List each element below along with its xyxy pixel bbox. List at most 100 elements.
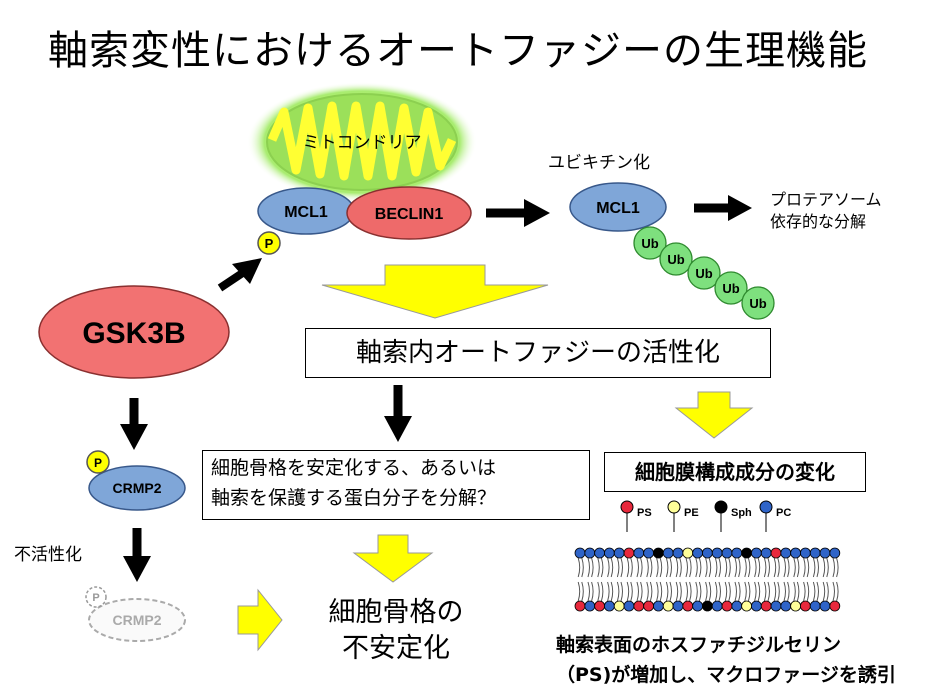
yellow-arrow-autophagy <box>321 264 549 319</box>
lipid-tail <box>679 557 682 578</box>
lipid-tail <box>724 581 728 602</box>
lipid-tail <box>689 581 692 602</box>
lipid-tail <box>796 581 800 602</box>
lipid-head-pc <box>594 547 605 559</box>
lipid-tail <box>649 581 653 602</box>
lipid-head-pc <box>790 547 801 559</box>
lipid-head-pc <box>819 600 831 612</box>
ubiquitination-label: ユビキチン化 <box>548 153 650 173</box>
lipid-tail <box>646 581 649 602</box>
crmp2-inactive-label: CRMP2 <box>112 612 161 628</box>
yellow-arrow-destabilization <box>352 534 434 583</box>
lipid-tail <box>620 581 623 602</box>
lipid-tail <box>587 581 590 602</box>
lipid-head-pc <box>613 547 625 559</box>
page-title: 軸索変性におけるオートファジーの生理機能 <box>48 28 868 74</box>
arrow-gsk3b-to-crmp2 <box>120 398 148 450</box>
lipid-tail <box>665 557 669 578</box>
lipid-head-pc <box>760 547 772 559</box>
lipid-tail <box>767 557 770 578</box>
lipid-head-ps <box>682 600 694 612</box>
arrow-to-proteasome <box>694 195 752 221</box>
lipid-tail <box>675 581 679 602</box>
mcl1-ub-ellipse <box>569 182 667 232</box>
cytoskeleton-line2: 軸索を保護する蛋白分子を分解？ <box>211 487 497 509</box>
lipid-tail <box>773 557 777 578</box>
lipid-tail <box>679 581 682 602</box>
lipid-tail <box>787 581 790 602</box>
lipid-head-pc <box>702 547 713 559</box>
lipid-tail <box>806 557 810 578</box>
gsk3b-label: GSK3B <box>82 317 185 350</box>
lipid-head-pe <box>790 600 801 612</box>
ps-description-line2: （PS)が増加し、マクロファージを誘引 <box>556 664 896 686</box>
lipid-tail <box>646 557 649 578</box>
beclin1-ellipse <box>346 186 472 240</box>
crmp2-inactive-phospho <box>85 586 107 608</box>
lipid-head-pc <box>721 547 733 559</box>
lipid-tail <box>669 557 672 578</box>
ps-description: 軸索表面のホスファチジルセリン （PS)が増加し、マクロファージを誘引 <box>556 630 896 690</box>
membrane-change-box: 細胞膜構成成分の変化 <box>604 452 866 492</box>
lipid-tail <box>836 581 839 602</box>
lipid-tail <box>806 581 810 602</box>
gsk3b-ellipse <box>38 285 230 379</box>
cytoskeleton-box: 細胞骨格を安定化する、あるいは 軸索を保護する蛋白分子を分解？ <box>202 450 590 520</box>
cytoskeleton-line1: 細胞骨格を安定化する、あるいは <box>211 457 497 479</box>
lipid-head-pe <box>613 600 625 612</box>
proteasome-label-line1: プロテアソーム <box>770 190 882 209</box>
lipid-legend <box>620 500 773 532</box>
lipid-tail <box>659 557 663 578</box>
lipid-tail <box>616 557 620 578</box>
lipid-head-ps <box>760 600 772 612</box>
lipid-tail <box>724 557 728 578</box>
lipid-tail <box>626 581 630 602</box>
mitochondria-icon <box>247 82 477 202</box>
lipid-tail <box>718 581 721 602</box>
lipid-tail <box>832 557 835 578</box>
inactivation-label: 不活性化 <box>14 545 82 565</box>
lipid-head-pc <box>692 600 703 612</box>
lipid-tail <box>822 557 826 578</box>
lipid-tail <box>783 581 786 602</box>
lipid-tail <box>689 557 692 578</box>
membrane-bilayer <box>574 547 841 612</box>
lipid-tail <box>581 581 584 602</box>
lipid-tail <box>656 557 659 578</box>
ub-label: Ub <box>667 252 684 267</box>
lipid-tail <box>577 581 581 602</box>
lipid-ps-icon <box>620 500 634 514</box>
lipid-head-ps <box>623 547 635 559</box>
lipid-head-ps <box>829 600 841 612</box>
lipid-tail <box>757 557 761 578</box>
lipid-head-pc <box>711 600 723 612</box>
lipid-tail <box>787 557 790 578</box>
lipid-tail <box>836 557 839 578</box>
lipid-tail <box>757 581 761 602</box>
ub-label: Ub <box>641 236 658 251</box>
lipid-tail <box>796 557 800 578</box>
ps-description-line1: 軸索表面のホスファチジルセリン <box>556 634 842 656</box>
lipid-head-pc <box>672 547 684 559</box>
axonal-autophagy-box: 軸索内オートファジーの活性化 <box>305 328 771 378</box>
lipid-tail <box>685 581 688 602</box>
lipid-tail <box>620 557 623 578</box>
crmp2-phospho-marker <box>86 450 110 474</box>
lipid-tail <box>636 581 639 602</box>
phospho-label: P <box>265 236 274 251</box>
lipid-head-sph <box>741 547 752 559</box>
phospho-marker <box>257 231 281 255</box>
lipid-tail <box>630 557 633 578</box>
lipid-tail <box>803 557 806 578</box>
lipid-tail <box>610 557 614 578</box>
lipid-tail <box>630 581 633 602</box>
lipid-head-pc <box>574 547 586 559</box>
crmp2-phospho-label: P <box>94 456 102 470</box>
crmp2-inactive-ellipse <box>88 598 186 642</box>
lipid-tail <box>832 581 835 602</box>
lipid-tail <box>610 581 614 602</box>
lipid-pe-label: PE <box>684 507 699 519</box>
lipid-tail <box>744 557 747 578</box>
lipid-head-sph <box>702 600 713 612</box>
